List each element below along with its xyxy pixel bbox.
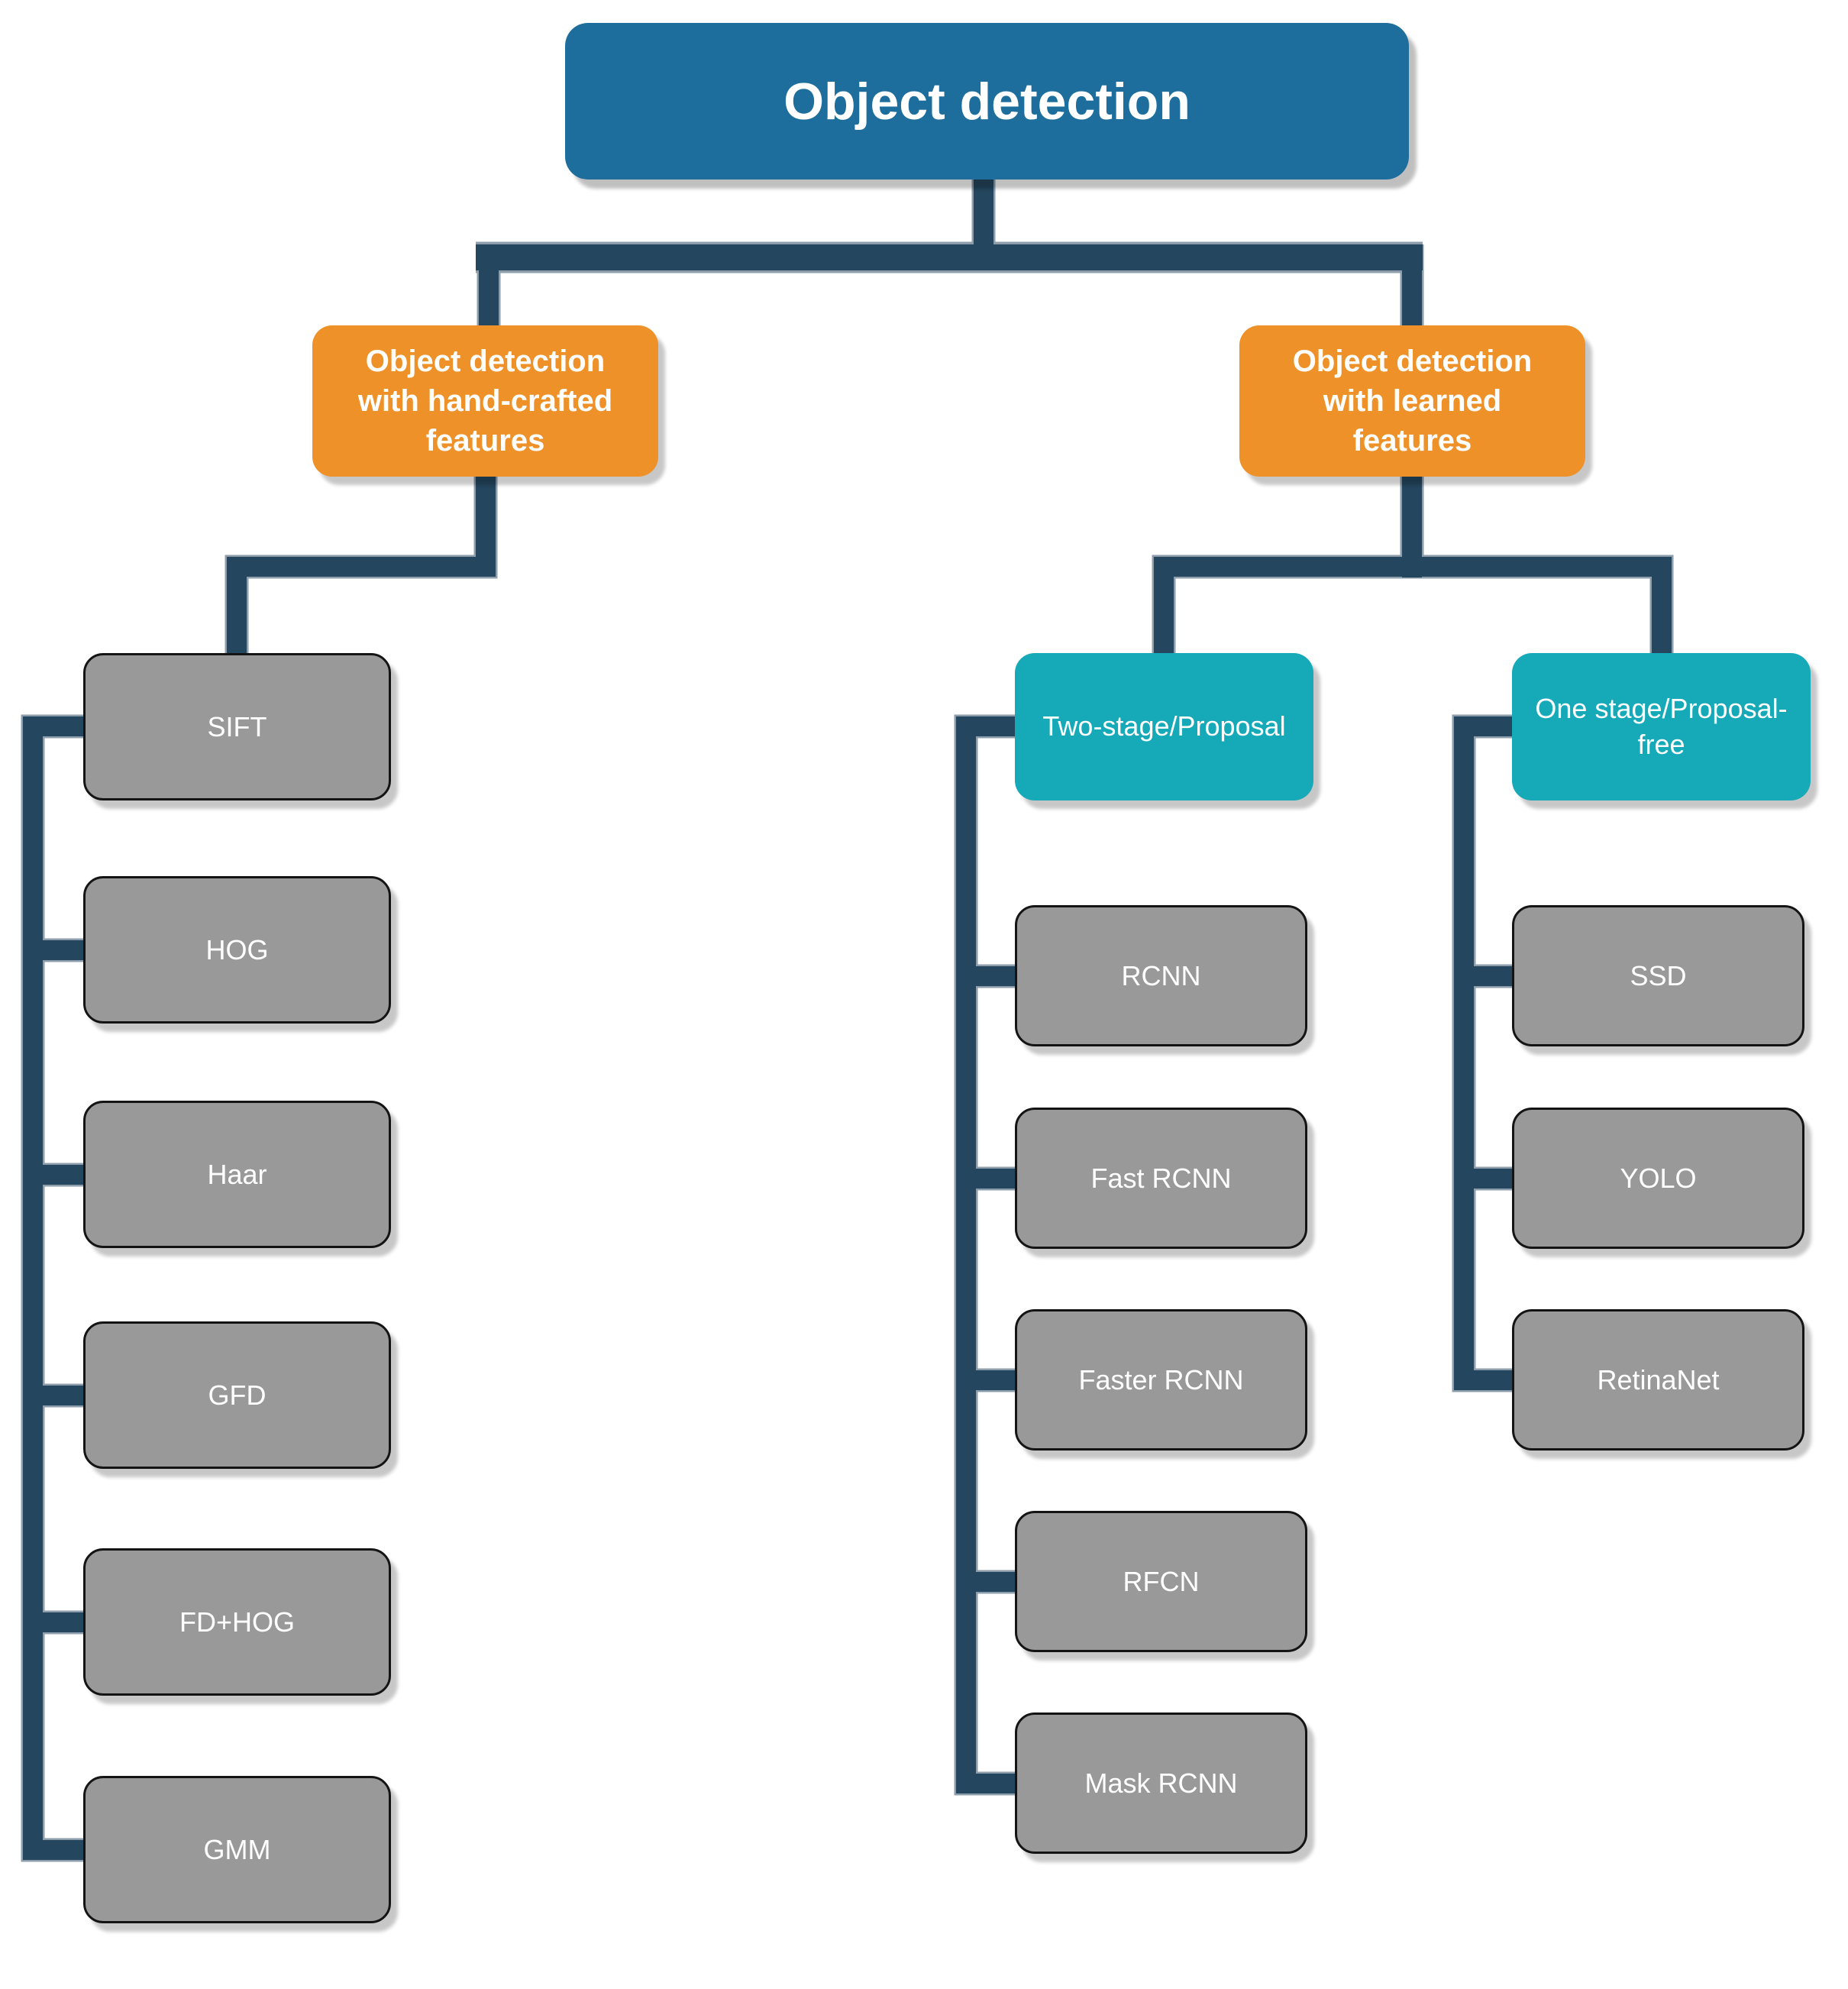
node-label: GMM — [203, 1833, 271, 1865]
node-label: Fast RCNN — [1090, 1162, 1232, 1194]
node-rfcn: RFCN — [1015, 1511, 1307, 1652]
node-label: SIFT — [207, 710, 267, 742]
node-label: RCNN — [1121, 959, 1201, 991]
node-gmm: GMM — [83, 1776, 391, 1923]
node-gfd: GFD — [83, 1321, 391, 1469]
node-fd-hog: FD+HOG — [83, 1548, 391, 1696]
node-label: Object detection with hand-crafted featu… — [357, 344, 613, 458]
node-handcrafted-features: Object detection with hand-crafted featu… — [312, 325, 658, 477]
node-label: Haar — [207, 1158, 267, 1190]
node-retinanet: RetinaNet — [1512, 1309, 1804, 1451]
node-label: HOG — [205, 933, 269, 965]
node-sift: SIFT — [83, 653, 391, 800]
node-two-stage-proposal: Two-stage/Proposal — [1015, 653, 1313, 800]
node-learned-features: Object detection with learned features — [1239, 325, 1585, 477]
node-label: Faster RCNN — [1078, 1363, 1244, 1396]
node-label: Object detection — [783, 72, 1191, 131]
node-ssd: SSD — [1512, 905, 1804, 1046]
node-label: RFCN — [1123, 1565, 1200, 1597]
node-label: Two-stage/Proposal — [1042, 710, 1286, 742]
node-yolo: YOLO — [1512, 1108, 1804, 1249]
node-faster-rcnn: Faster RCNN — [1015, 1309, 1307, 1451]
node-fast-rcnn: Fast RCNN — [1015, 1108, 1307, 1249]
node-haar: Haar — [83, 1101, 391, 1248]
node-label: Mask RCNN — [1084, 1767, 1238, 1799]
node-label: GFD — [208, 1379, 267, 1411]
node-label: One stage/Proposal- free — [1535, 692, 1788, 760]
node-label: Object detection with learned features — [1292, 344, 1533, 458]
node-object-detection: Object detection — [565, 23, 1409, 179]
node-label: SSD — [1630, 959, 1687, 991]
node-mask-rcnn: Mask RCNN — [1015, 1712, 1307, 1854]
node-one-stage-proposal-free: One stage/Proposal- free — [1512, 653, 1811, 800]
node-hog: HOG — [83, 876, 391, 1024]
node-rcnn: RCNN — [1015, 905, 1307, 1046]
node-label: RetinaNet — [1597, 1363, 1720, 1396]
connector-strokes — [23, 171, 1672, 1860]
node-label: YOLO — [1620, 1162, 1697, 1194]
node-label: FD+HOG — [179, 1606, 295, 1638]
